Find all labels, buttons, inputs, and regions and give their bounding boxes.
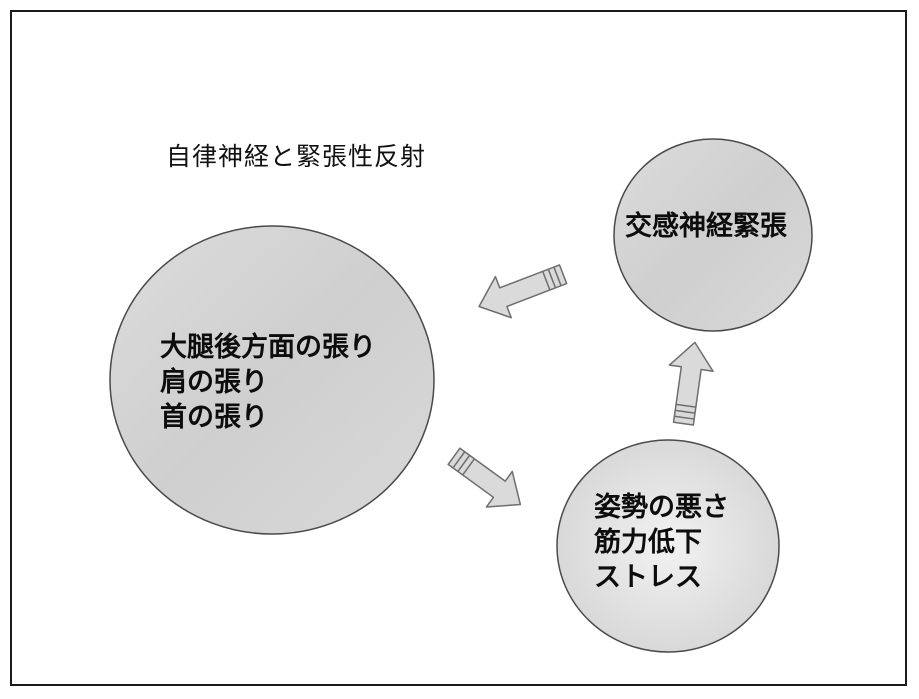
causes-circle bbox=[556, 439, 780, 653]
muscle-tension-circle bbox=[109, 225, 435, 535]
muscle-tension-label: 大腿後方面の張り 肩の張り 首の張り bbox=[160, 330, 376, 435]
arrow-sympathetic-to-tension bbox=[478, 264, 568, 319]
causes-line: 姿勢の悪さ bbox=[594, 492, 729, 523]
causes-line: ストレス bbox=[594, 562, 702, 593]
muscle-tension-line: 大腿後方面の張り bbox=[160, 332, 376, 363]
sympathetic-label: 交感神経緊張 bbox=[625, 209, 787, 244]
muscle-tension-line: 肩の張り bbox=[160, 367, 268, 398]
arrow-causes-to-sympathetic bbox=[668, 341, 714, 426]
diagram-title: 自律神経と緊張性反射 bbox=[166, 142, 427, 171]
sympathetic-circle bbox=[613, 138, 813, 332]
arrow-tension-to-causes bbox=[447, 447, 522, 508]
causes-label: 姿勢の悪さ 筋力低下 ストレス bbox=[594, 490, 729, 595]
muscle-tension-line: 首の張り bbox=[160, 402, 268, 433]
sympathetic-line: 交感神経緊張 bbox=[625, 211, 787, 242]
causes-line: 筋力低下 bbox=[594, 527, 702, 558]
